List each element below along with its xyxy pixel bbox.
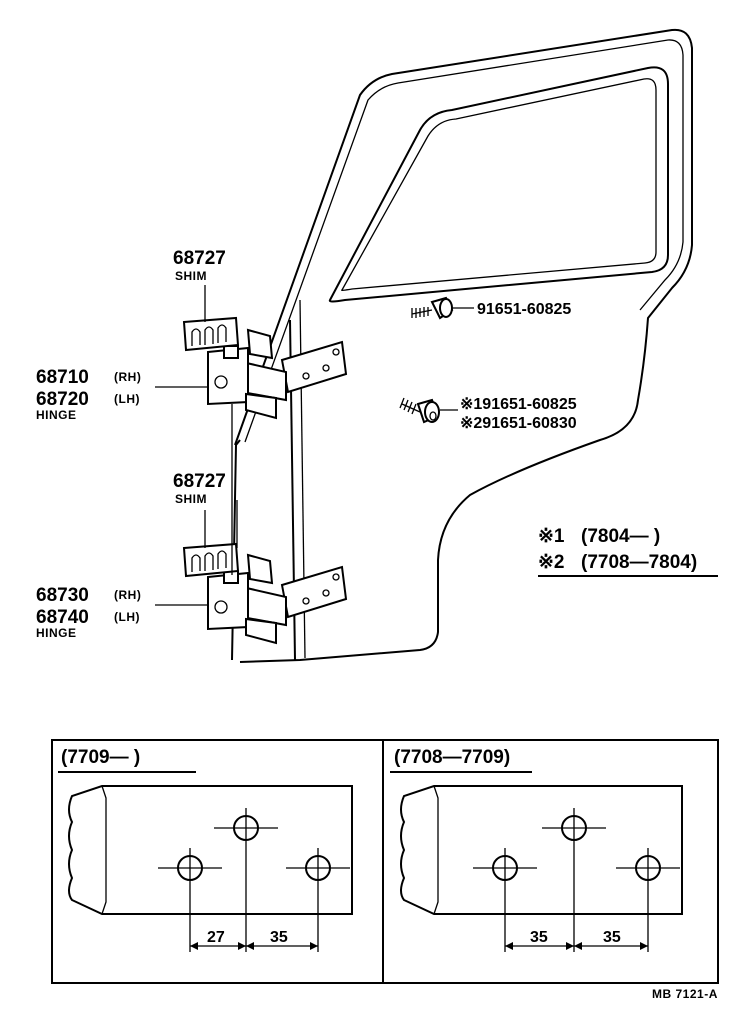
shim-lower-name: SHIM: [175, 492, 207, 506]
leader-lines: [155, 285, 474, 606]
detail-box: (7709— ) 27 35 (7708—7709): [51, 739, 719, 984]
shim-upper-name: SHIM: [175, 269, 207, 283]
diagram-code: MB 7121-A: [652, 987, 718, 1001]
upper-hinge: [207, 328, 348, 420]
bolt-lower-part-number-1: ※191651-60825: [460, 396, 577, 413]
shim-upper-number: 68727: [173, 248, 226, 269]
dimension-right-panel-a: 35: [530, 929, 548, 946]
bolt-lower-part-number-2: ※291651-60830: [460, 415, 577, 432]
upper-shim: [182, 316, 240, 352]
hinge-lower-lh-tag: (LH): [114, 610, 140, 624]
callout-shim-upper: 68727 SHIM: [173, 248, 226, 283]
note-2-mark: ※2: [538, 552, 565, 573]
hinge-upper-rh-number: 68710: [36, 367, 89, 388]
detail-panel-right: (7708—7709) 35 35: [390, 747, 683, 952]
note-2-range: (7708—7804): [581, 552, 697, 573]
bolt-upper: [411, 296, 454, 320]
dimension-left-panel-a: 27: [207, 929, 225, 946]
lower-shim: [182, 542, 240, 578]
hinge-lower-rh-number: 68730: [36, 585, 89, 606]
hinge-lower-name: HINGE: [36, 626, 77, 640]
dimension-right-panel-b: 35: [603, 929, 621, 946]
lower-hinge: [207, 553, 348, 645]
hinge-upper-lh-number: 68720: [36, 389, 89, 410]
shim-lower-number: 68727: [173, 471, 226, 492]
note-1-range: (7804— ): [581, 526, 660, 547]
detail-right-label: (7708—7709): [394, 747, 510, 768]
applicability-notes: ※1 (7804— ) ※2 (7708—7804): [538, 526, 718, 577]
dimension-left-panel-b: 35: [270, 929, 288, 946]
bolt-upper-part-number: 91651-60825: [477, 301, 571, 318]
callout-shim-lower: 68727 SHIM: [173, 471, 226, 506]
hinge-upper-name: HINGE: [36, 408, 77, 422]
hinge-lower-rh-tag: (RH): [114, 588, 141, 602]
detail-frame: [51, 739, 719, 984]
callout-hinge-lower: 68730 (RH) 68740 (LH) HINGE: [36, 585, 141, 640]
note-1-mark: ※1: [538, 526, 565, 547]
hinge-upper-rh-tag: (RH): [114, 370, 141, 384]
detail-left-label: (7709— ): [61, 747, 140, 768]
bolt-lower: [399, 397, 440, 424]
hinge-lower-lh-number: 68740: [36, 607, 89, 628]
hinge-upper-lh-tag: (LH): [114, 392, 140, 406]
detail-panel-left: (7709— ) 27 35: [58, 747, 353, 952]
callout-hinge-upper: 68710 (RH) 68720 (LH) HINGE: [36, 367, 141, 422]
